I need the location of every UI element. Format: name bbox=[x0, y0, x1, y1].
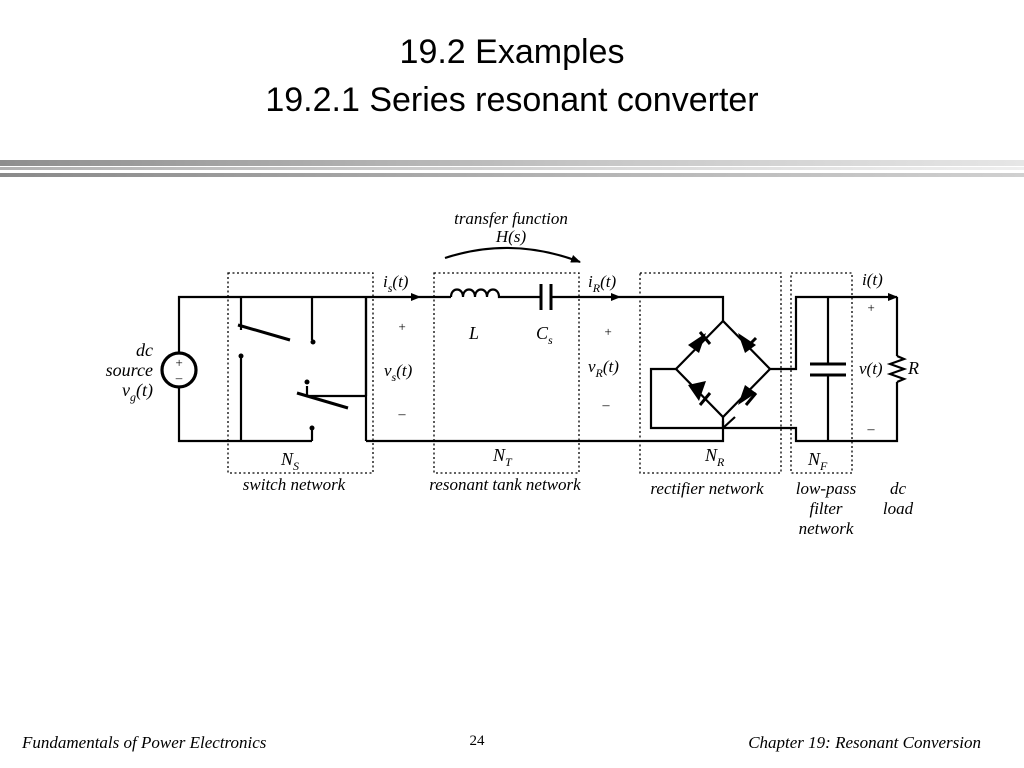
diode-1 bbox=[688, 331, 712, 353]
title-divider-middle bbox=[0, 167, 1024, 170]
switch-voltage-label: vs(t) bbox=[384, 361, 413, 384]
filter-caption-line-1: low-pass bbox=[796, 479, 857, 498]
inductor-label: L bbox=[468, 323, 479, 343]
filter-caption-line-3: network bbox=[799, 519, 854, 538]
vr-minus: – bbox=[602, 398, 611, 413]
rectifier-network-box bbox=[639, 272, 782, 474]
switch-network bbox=[237, 297, 368, 441]
slide-title: 19.2 Examples 19.2.1 Series resonant con… bbox=[0, 28, 1024, 124]
source-voltage-label: vg(t) bbox=[122, 380, 153, 404]
rectifier-network-symbol: NR bbox=[704, 445, 725, 469]
vs-plus: + bbox=[398, 319, 407, 334]
wire-dc-positive bbox=[770, 295, 885, 371]
load-resistor-label: R bbox=[907, 358, 919, 378]
diode-bridge bbox=[649, 319, 772, 430]
capacitor-label: Cs bbox=[536, 323, 553, 347]
inductor bbox=[449, 288, 540, 299]
series-capacitor bbox=[539, 284, 553, 310]
source-caption-source: source bbox=[106, 360, 153, 380]
tank-network-caption: resonant tank network bbox=[429, 475, 581, 494]
source-caption-dc: dc bbox=[136, 340, 153, 360]
footer-chapter-title: Chapter 19: Resonant Conversion bbox=[748, 733, 981, 752]
tank-network-symbol: NT bbox=[492, 445, 513, 469]
vs-minus: – bbox=[398, 407, 407, 422]
diode-3 bbox=[688, 381, 712, 406]
transfer-function-arrow bbox=[444, 246, 581, 264]
vout-minus: – bbox=[867, 422, 876, 437]
vr-plus: + bbox=[604, 324, 613, 339]
title-divider-bottom bbox=[0, 173, 1024, 177]
switch-current-label: is(t) bbox=[383, 272, 409, 295]
diode-2 bbox=[738, 333, 758, 353]
title-line-1: 19.2 Examples bbox=[399, 33, 625, 71]
wire-to-rectifier bbox=[620, 295, 725, 321]
title-line-2: 19.2.1 Series resonant converter bbox=[265, 81, 759, 119]
diode-4 bbox=[738, 385, 758, 406]
load-resistor bbox=[886, 354, 908, 384]
output-voltage-label: v(t) bbox=[859, 359, 883, 378]
dc-source: + – bbox=[160, 295, 312, 443]
switch-network-box bbox=[227, 272, 374, 474]
resonant-tank-box bbox=[433, 272, 580, 474]
transfer-function-symbol: H(s) bbox=[495, 227, 527, 246]
switch-network-symbol: NS bbox=[280, 449, 299, 473]
load-caption-line-2: load bbox=[883, 499, 914, 518]
filter-network-box bbox=[790, 272, 853, 474]
wire-dc-negative bbox=[723, 382, 899, 443]
page-number: 24 bbox=[469, 733, 485, 749]
title-divider-top bbox=[0, 160, 1024, 166]
source-minus: – bbox=[175, 370, 183, 385]
wire-return bbox=[366, 421, 725, 443]
rectifier-voltage-label: vR(t) bbox=[588, 357, 619, 380]
switch-network-caption: switch network bbox=[243, 475, 346, 494]
vout-plus: + bbox=[867, 300, 876, 315]
source-plus: + bbox=[175, 355, 184, 370]
filter-capacitor bbox=[810, 297, 846, 441]
rectifier-network-caption: rectifier network bbox=[650, 479, 764, 498]
filter-caption-line-2: filter bbox=[809, 499, 842, 518]
filter-network-symbol: NF bbox=[807, 449, 828, 473]
load-caption-line-1: dc bbox=[890, 479, 907, 498]
output-current-label: i(t) bbox=[862, 270, 883, 289]
footer-book-title: Fundamentals of Power Electronics bbox=[22, 733, 267, 752]
transfer-function-label: transfer function bbox=[454, 209, 568, 228]
rectifier-current-label: iR(t) bbox=[588, 272, 616, 295]
